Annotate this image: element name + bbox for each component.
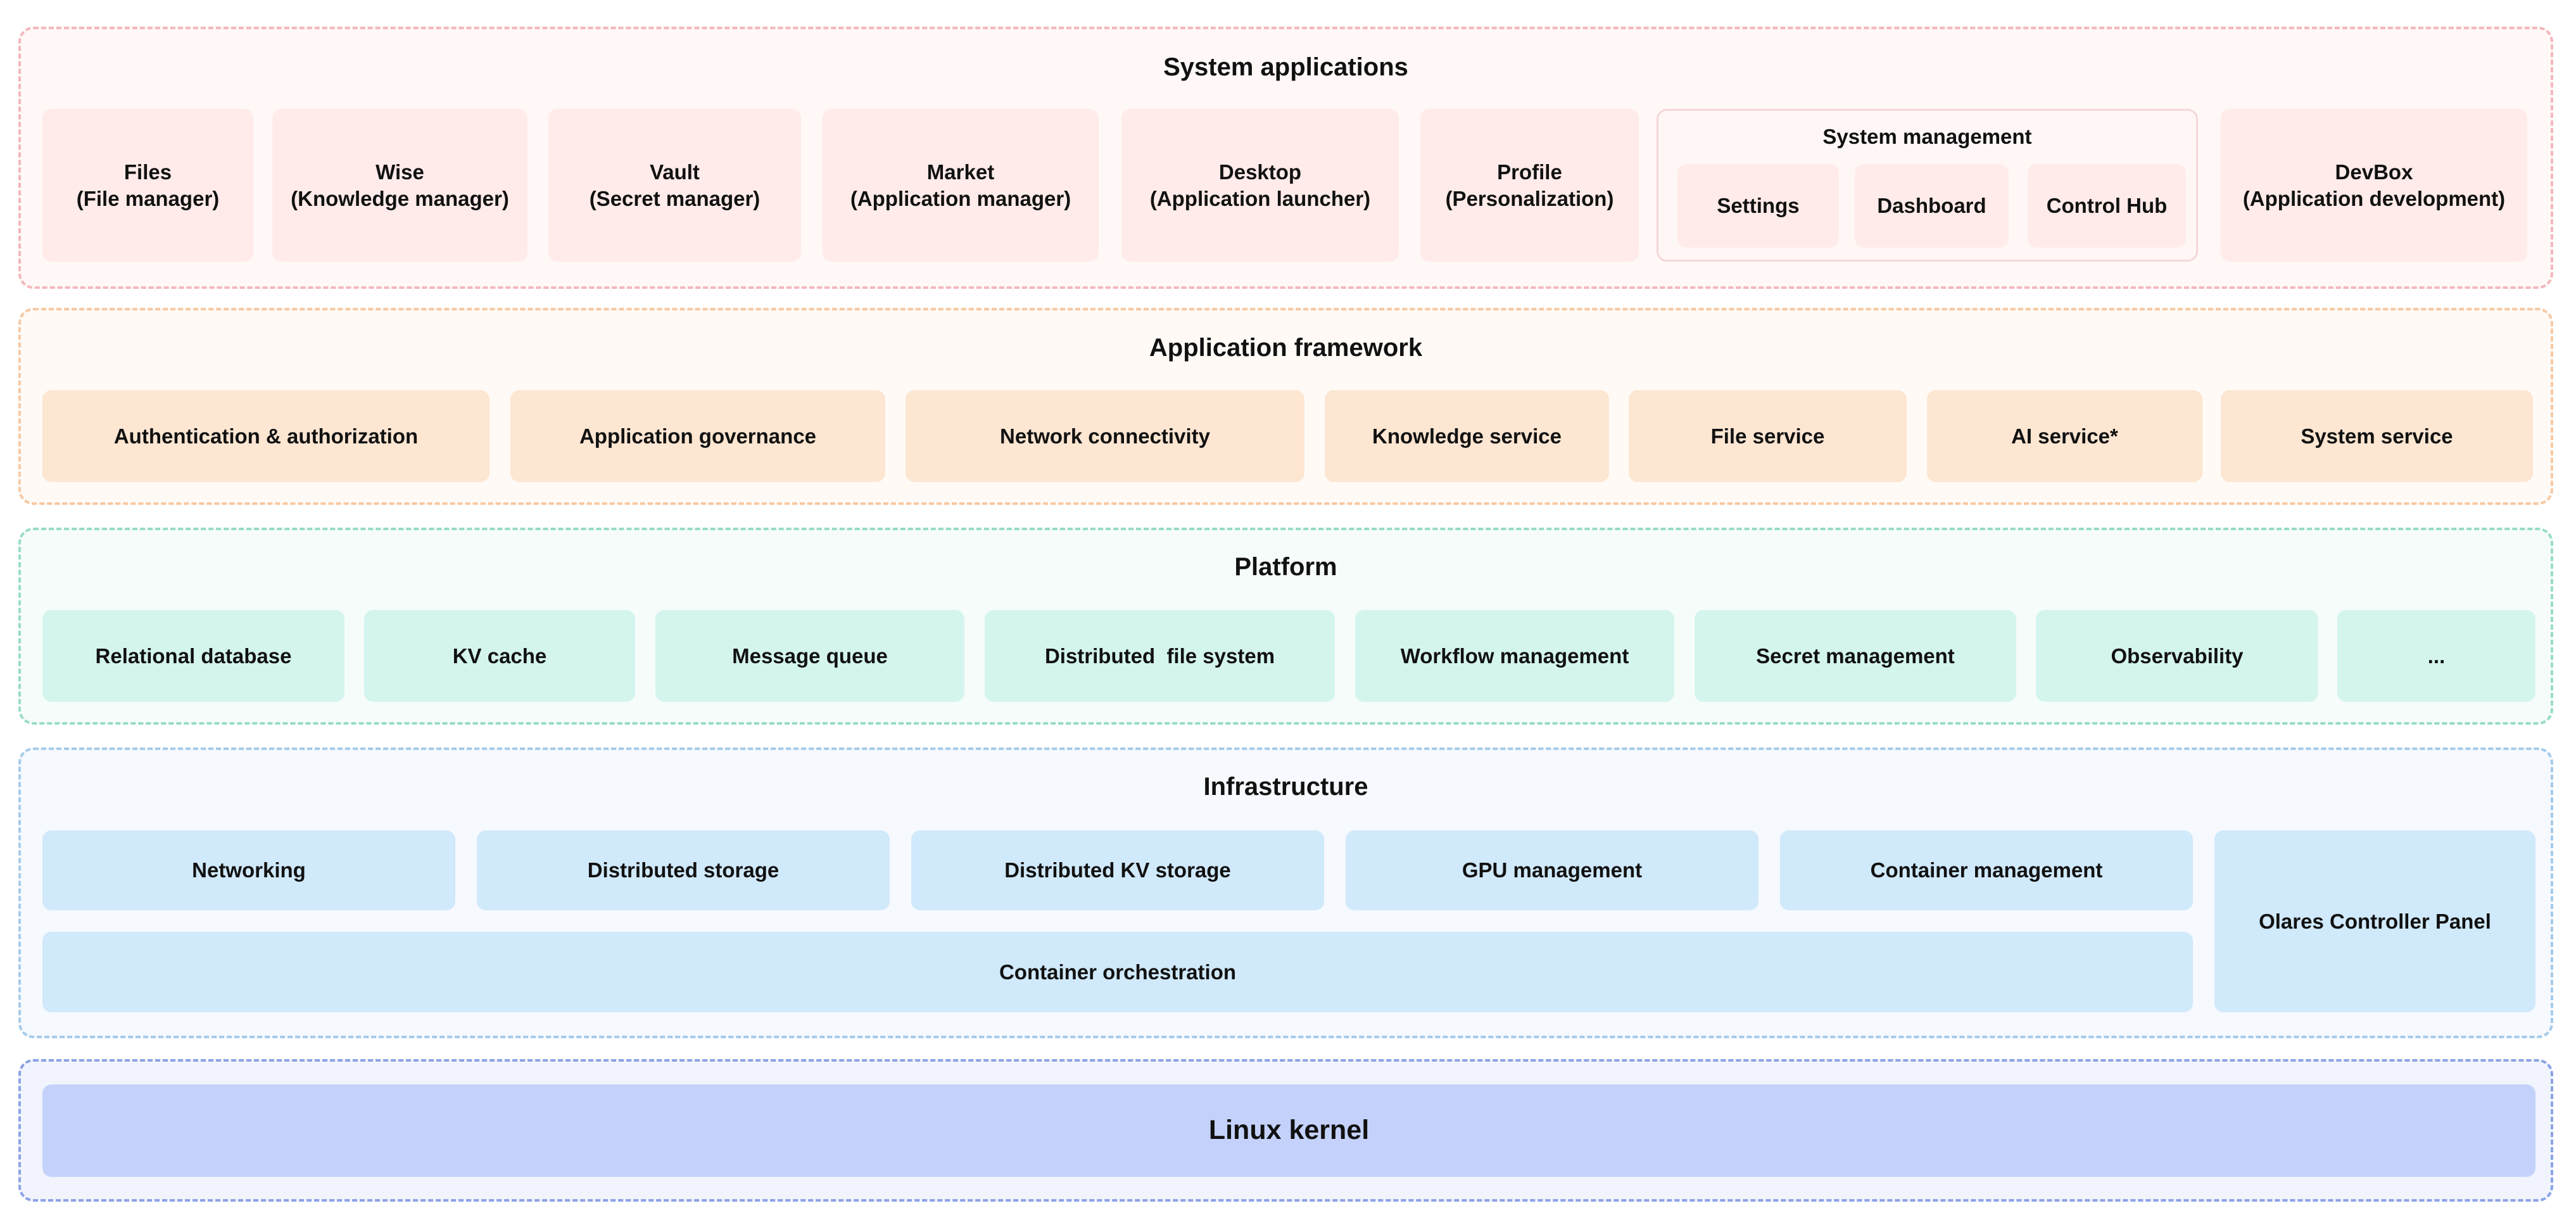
framework-item-governance-label: Application governance bbox=[579, 424, 817, 448]
infra-item-distributed-kv-label: Distributed KV storage bbox=[1004, 858, 1231, 882]
infra-item-distributed-storage[interactable]: Distributed storage bbox=[477, 830, 890, 910]
framework-item-governance[interactable]: Application governance bbox=[510, 390, 885, 482]
infra-item-distributed-storage-label: Distributed storage bbox=[587, 858, 780, 882]
app-vault[interactable]: Vault(Secret manager) bbox=[548, 109, 801, 262]
app-wise[interactable]: Wise(Knowledge manager) bbox=[272, 109, 527, 262]
framework-item-ai-label: AI service* bbox=[2011, 424, 2118, 448]
system-management-group: System management Settings Dashboard Con… bbox=[1657, 109, 2198, 262]
app-vault-name: Vault bbox=[650, 160, 700, 184]
application-framework-layer: Application framework Authentication & a… bbox=[18, 308, 2553, 505]
platform-item-dfs[interactable]: Distributed file system bbox=[985, 610, 1335, 702]
platform-item-kv-cache[interactable]: KV cache bbox=[364, 610, 635, 702]
framework-item-file[interactable]: File service bbox=[1629, 390, 1907, 482]
app-vault-desc: (Secret manager) bbox=[589, 186, 761, 210]
control-hub-item[interactable]: Control Hub bbox=[2028, 164, 2186, 248]
platform-item-dfs-label: Distributed file system bbox=[1044, 644, 1275, 668]
platform-title: Platform bbox=[1234, 553, 1337, 581]
app-devbox[interactable]: DevBox(Application development) bbox=[2221, 109, 2527, 262]
app-devbox-desc: (Application development) bbox=[2242, 186, 2506, 210]
infra-item-container-orchestration[interactable]: Container orchestration bbox=[42, 932, 2193, 1012]
app-files[interactable]: Files(File manager) bbox=[42, 109, 253, 262]
framework-item-network-label: Network connectivity bbox=[1000, 424, 1210, 448]
platform-item-message-queue[interactable]: Message queue bbox=[655, 610, 964, 702]
linux-kernel-label: Linux kernel bbox=[1208, 1115, 1370, 1146]
infra-item-controller-panel-label: Olares Controller Panel bbox=[2259, 909, 2491, 933]
app-devbox-name: DevBox bbox=[2335, 160, 2413, 184]
platform-layer: Platform Relational database KV cache Me… bbox=[18, 528, 2553, 725]
control-hub-label: Control Hub bbox=[2046, 194, 2168, 218]
framework-item-auth[interactable]: Authentication & authorization bbox=[42, 390, 489, 482]
platform-item-kv-cache-label: KV cache bbox=[452, 644, 547, 668]
framework-item-knowledge[interactable]: Knowledge service bbox=[1325, 390, 1609, 482]
system-applications-title: System applications bbox=[1163, 53, 1408, 81]
platform-item-relational-db[interactable]: Relational database bbox=[42, 610, 344, 702]
platform-item-secret-label: Secret management bbox=[1756, 644, 1955, 668]
platform-item-observability-label: Observability bbox=[2111, 644, 2244, 668]
system-management-title: System management bbox=[1822, 125, 2032, 148]
platform-item-message-queue-label: Message queue bbox=[732, 644, 888, 668]
platform-item-more-label: ... bbox=[2427, 644, 2446, 668]
app-desktop[interactable]: Desktop(Application launcher) bbox=[1121, 109, 1399, 262]
settings-item[interactable]: Settings bbox=[1677, 164, 1839, 248]
framework-item-auth-label: Authentication & authorization bbox=[113, 424, 419, 448]
infra-item-container-orchestration-label: Container orchestration bbox=[999, 960, 1237, 984]
framework-item-network[interactable]: Network connectivity bbox=[906, 390, 1304, 482]
app-market-desc: (Application manager) bbox=[850, 186, 1071, 210]
infra-item-distributed-kv[interactable]: Distributed KV storage bbox=[911, 830, 1324, 910]
app-desktop-desc: (Application launcher) bbox=[1149, 186, 1371, 210]
app-profile-desc: (Personalization) bbox=[1445, 186, 1614, 210]
platform-item-workflow[interactable]: Workflow management bbox=[1355, 610, 1674, 702]
platform-item-more[interactable]: ... bbox=[2337, 610, 2535, 702]
infrastructure-title: Infrastructure bbox=[1203, 773, 1368, 801]
app-wise-name: Wise bbox=[376, 160, 424, 184]
app-desktop-name: Desktop bbox=[1218, 160, 1302, 184]
infra-item-networking[interactable]: Networking bbox=[42, 830, 455, 910]
platform-item-secret[interactable]: Secret management bbox=[1695, 610, 2016, 702]
app-files-desc: (File manager) bbox=[76, 186, 220, 210]
infra-item-controller-panel[interactable]: Olares Controller Panel bbox=[2214, 830, 2535, 1012]
dashboard-label: Dashboard bbox=[1877, 194, 1986, 218]
infra-item-container-mgmt-label: Container management bbox=[1870, 858, 2103, 882]
settings-label: Settings bbox=[1717, 194, 1800, 218]
infra-item-gpu-label: GPU management bbox=[1462, 858, 1643, 882]
dashboard-item[interactable]: Dashboard bbox=[1855, 164, 2009, 248]
app-profile[interactable]: Profile(Personalization) bbox=[1420, 109, 1639, 262]
framework-item-system[interactable]: System service bbox=[2221, 390, 2533, 482]
platform-item-relational-db-label: Relational database bbox=[95, 644, 292, 668]
platform-item-workflow-label: Workflow management bbox=[1400, 644, 1629, 668]
linux-kernel-layer: Linux kernel bbox=[18, 1059, 2553, 1202]
infrastructure-layer: Infrastructure Networking Distributed st… bbox=[18, 747, 2553, 1038]
app-market-name: Market bbox=[926, 160, 995, 184]
framework-item-file-label: File service bbox=[1710, 424, 1825, 448]
infra-item-networking-label: Networking bbox=[192, 858, 306, 882]
app-market[interactable]: Market(Application manager) bbox=[823, 109, 1099, 262]
platform-item-observability[interactable]: Observability bbox=[2036, 610, 2318, 702]
framework-item-knowledge-label: Knowledge service bbox=[1372, 424, 1562, 448]
framework-item-ai[interactable]: AI service* bbox=[1927, 390, 2202, 482]
app-wise-desc: (Knowledge manager) bbox=[291, 186, 509, 210]
infra-item-container-mgmt[interactable]: Container management bbox=[1780, 830, 2193, 910]
app-profile-name: Profile bbox=[1497, 160, 1562, 184]
app-files-name: Files bbox=[123, 160, 172, 184]
infra-item-gpu[interactable]: GPU management bbox=[1346, 830, 1758, 910]
linux-kernel-box[interactable]: Linux kernel bbox=[42, 1084, 2535, 1177]
framework-item-system-label: System service bbox=[2301, 424, 2453, 448]
system-applications-layer: System applications Files(File manager) … bbox=[18, 27, 2553, 289]
application-framework-title: Application framework bbox=[1149, 334, 1423, 362]
